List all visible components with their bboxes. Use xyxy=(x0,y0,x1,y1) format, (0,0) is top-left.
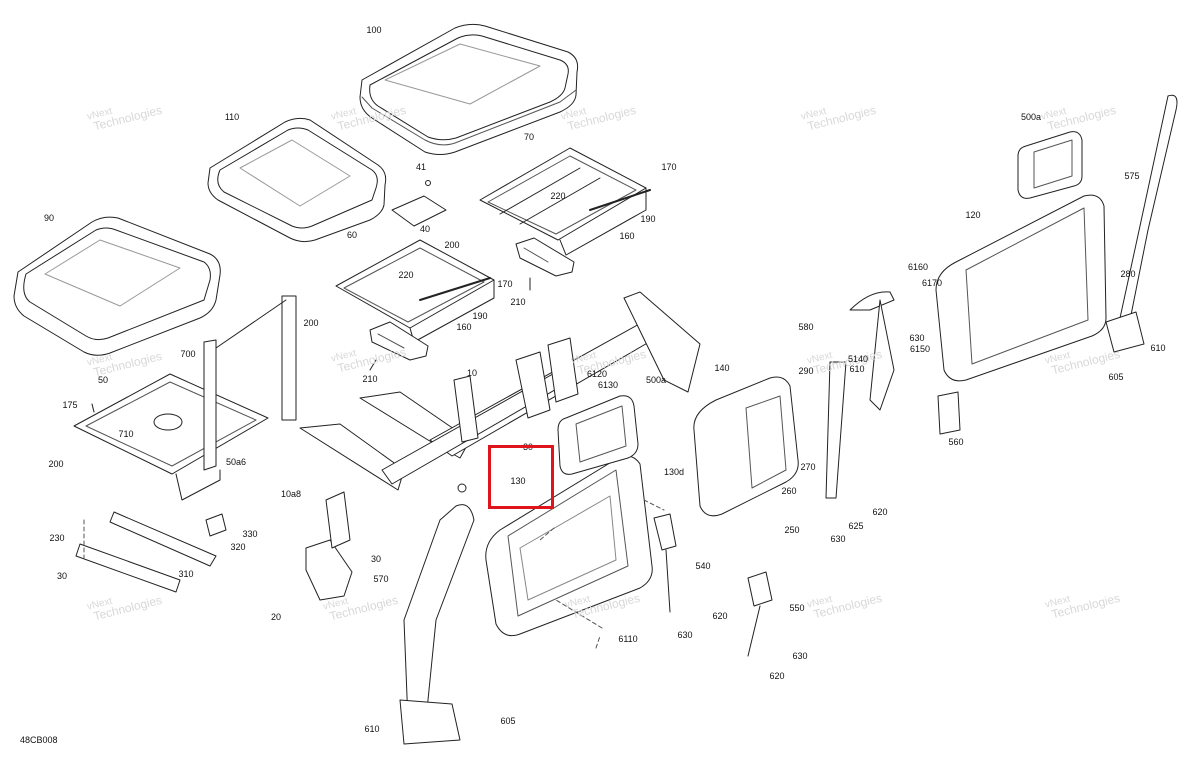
callout-550[interactable]: 550 xyxy=(789,603,805,613)
seat-back-130[interactable] xyxy=(486,456,652,636)
callout-200[interactable]: 200 xyxy=(303,318,319,328)
highlight-box-130 xyxy=(488,445,554,509)
seat-cushion-90[interactable] xyxy=(14,217,220,355)
callout-540[interactable]: 540 xyxy=(695,561,711,571)
callout-90[interactable]: 90 xyxy=(43,213,55,223)
callout-190[interactable]: 190 xyxy=(472,311,488,321)
bracket-10a8[interactable] xyxy=(306,492,352,600)
callout-50a6[interactable]: 50a6 xyxy=(225,457,247,467)
headrest-500a[interactable] xyxy=(558,396,638,475)
callout-625[interactable]: 625 xyxy=(848,521,864,531)
callout-570[interactable]: 570 xyxy=(373,574,389,584)
callout-500a[interactable]: 500a xyxy=(1020,112,1042,122)
seat-cushion-100[interactable] xyxy=(360,24,578,154)
callout-250[interactable]: 250 xyxy=(784,525,800,535)
seat-frame-10[interactable] xyxy=(300,292,700,490)
callout-170[interactable]: 170 xyxy=(661,162,677,172)
callout-605[interactable]: 605 xyxy=(1108,372,1124,382)
callout-210[interactable]: 210 xyxy=(510,297,526,307)
callout-120[interactable]: 120 xyxy=(965,210,981,220)
callout-200[interactable]: 200 xyxy=(444,240,460,250)
callout-280[interactable]: 280 xyxy=(1120,269,1136,279)
callout-330[interactable]: 330 xyxy=(242,529,258,539)
seat-belt-575[interactable] xyxy=(1106,95,1177,352)
callout-30[interactable]: 30 xyxy=(370,554,382,564)
callout-60[interactable]: 60 xyxy=(346,230,358,240)
callout-320[interactable]: 320 xyxy=(230,542,246,552)
callout-290[interactable]: 290 xyxy=(798,366,814,376)
callout-260[interactable]: 260 xyxy=(781,486,797,496)
callout-580[interactable]: 580 xyxy=(798,322,814,332)
callout-210[interactable]: 210 xyxy=(362,374,378,384)
seat-bracket-210[interactable] xyxy=(516,238,574,290)
callout-630[interactable]: 630 xyxy=(909,333,925,343)
seat-back-cover-140[interactable] xyxy=(694,377,798,516)
seat-base-frame-50[interactable] xyxy=(74,296,296,500)
callout-620[interactable]: 620 xyxy=(769,671,785,681)
callout-710[interactable]: 710 xyxy=(118,429,134,439)
callout-6120[interactable]: 6120 xyxy=(586,369,608,379)
seat-belt-570[interactable] xyxy=(400,484,474,744)
buckle-560[interactable] xyxy=(938,392,960,434)
callout-175[interactable]: 175 xyxy=(62,400,78,410)
seat-slide-frame-60[interactable] xyxy=(336,240,494,342)
callout-140[interactable]: 140 xyxy=(714,363,730,373)
callout-6150[interactable]: 6150 xyxy=(909,344,931,354)
seat-belt-580[interactable] xyxy=(826,292,894,498)
callout-160[interactable]: 160 xyxy=(619,231,635,241)
callout-560[interactable]: 560 xyxy=(948,437,964,447)
callout-630[interactable]: 630 xyxy=(677,630,693,640)
callout-40[interactable]: 40 xyxy=(419,224,431,234)
buckle-540[interactable] xyxy=(654,514,676,612)
callout-620[interactable]: 620 xyxy=(872,507,888,517)
callout-50[interactable]: 50 xyxy=(97,375,109,385)
seat-slide-frame-70[interactable] xyxy=(480,148,650,255)
callout-630[interactable]: 630 xyxy=(792,651,808,661)
callout-220[interactable]: 220 xyxy=(550,191,566,201)
callout-130d[interactable]: 130d xyxy=(663,467,685,477)
callout-100[interactable]: 100 xyxy=(366,25,382,35)
callout-110[interactable]: 110 xyxy=(224,112,240,122)
figure-id: 48CB008 xyxy=(20,735,58,745)
callout-605[interactable]: 605 xyxy=(500,716,516,726)
callout-20[interactable]: 20 xyxy=(270,612,282,622)
callout-200[interactable]: 200 xyxy=(48,459,64,469)
callout-610[interactable]: 610 xyxy=(849,364,865,374)
seat-bracket-210b[interactable] xyxy=(370,322,428,370)
callout-700[interactable]: 700 xyxy=(180,349,196,359)
callout-310[interactable]: 310 xyxy=(178,569,194,579)
callout-190[interactable]: 190 xyxy=(640,214,656,224)
callout-6160[interactable]: 6160 xyxy=(907,262,929,272)
callout-41[interactable]: 41 xyxy=(415,162,427,172)
callout-610[interactable]: 610 xyxy=(364,724,380,734)
callout-6130[interactable]: 6130 xyxy=(597,380,619,390)
callout-500a[interactable]: 500a xyxy=(645,375,667,385)
callout-610[interactable]: 610 xyxy=(1150,343,1166,353)
plate-40[interactable] xyxy=(392,181,446,227)
callout-575[interactable]: 575 xyxy=(1124,171,1140,181)
callout-630[interactable]: 630 xyxy=(830,534,846,544)
callout-160[interactable]: 160 xyxy=(456,322,472,332)
leader-lines xyxy=(84,500,664,648)
callout-5140[interactable]: 5140 xyxy=(847,354,869,364)
callout-10a8[interactable]: 10a8 xyxy=(280,489,302,499)
callout-70[interactable]: 70 xyxy=(523,132,535,142)
callout-220[interactable]: 220 xyxy=(398,270,414,280)
callout-620[interactable]: 620 xyxy=(712,611,728,621)
callout-270[interactable]: 270 xyxy=(800,462,816,472)
callout-170[interactable]: 170 xyxy=(497,279,513,289)
seat-cushion-110[interactable] xyxy=(208,118,386,241)
callout-30[interactable]: 30 xyxy=(56,571,68,581)
callout-130[interactable]: 130 xyxy=(510,476,526,486)
callout-10[interactable]: 10 xyxy=(466,368,478,378)
callout-230[interactable]: 230 xyxy=(49,533,65,543)
buckle-550[interactable] xyxy=(748,572,772,656)
seat-rails-310[interactable] xyxy=(76,512,226,592)
callout-6110[interactable]: 6110 xyxy=(618,634,638,644)
headrest-500a-right[interactable] xyxy=(1018,132,1082,199)
callout-6170[interactable]: 6170 xyxy=(921,278,943,288)
seat-back-120[interactable] xyxy=(936,195,1106,381)
